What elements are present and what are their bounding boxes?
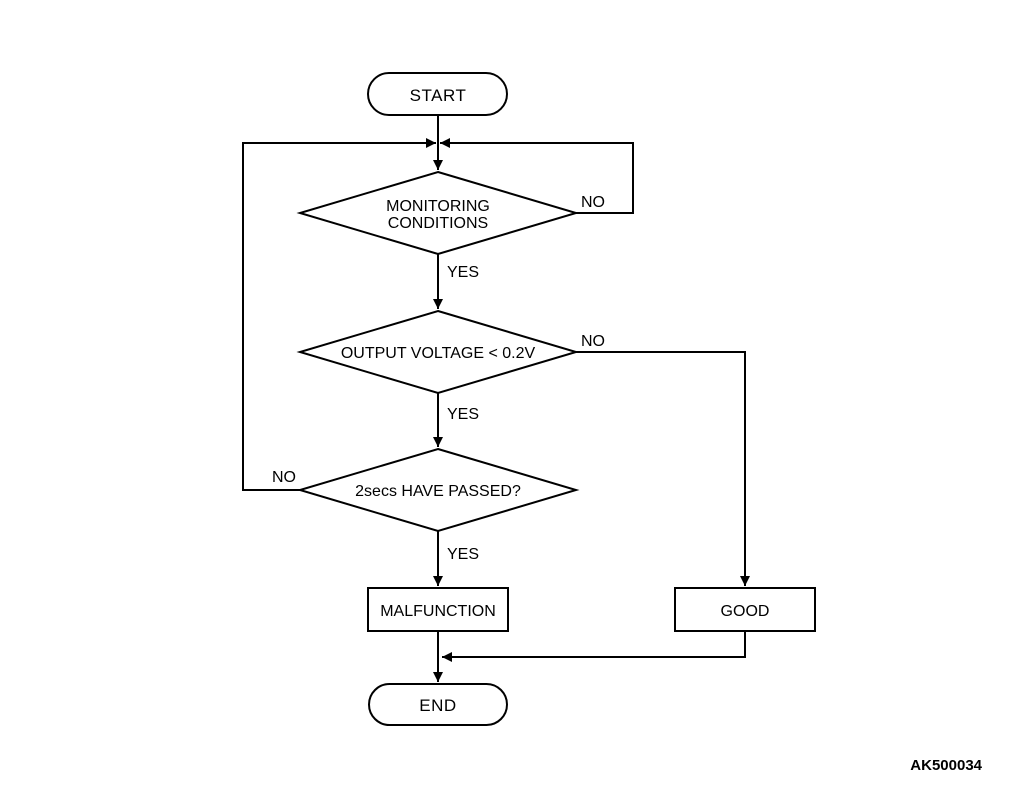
decision-monitoring-conditions — [296, 170, 580, 256]
start-node — [367, 72, 508, 116]
edge-no-voltage-to-good — [576, 351, 750, 586]
edge-no-loop-left — [242, 138, 436, 491]
malfunction-node — [367, 587, 509, 632]
end-node-label: END — [419, 696, 456, 715]
good-node-label: GOOD — [721, 603, 770, 620]
decision-secs-passed — [296, 447, 580, 533]
decision-output-voltage-label: OUTPUT VOLTAGE < 0.2V — [341, 345, 536, 362]
decision-monitoring-conditions-label-line1: MONITORING — [386, 198, 490, 215]
decision-monitoring-conditions-label-line2: CONDITIONS — [388, 215, 488, 232]
edge-label-yes-monitoring: YES — [447, 264, 479, 281]
edge-no-loop-right — [440, 138, 634, 214]
start-node-label: START — [410, 86, 467, 105]
edge-label-yes-voltage: YES — [447, 406, 479, 423]
malfunction-node-label: MALFUNCTION — [380, 603, 496, 620]
end-node — [368, 683, 508, 726]
edge-label-no-voltage: NO — [581, 333, 605, 350]
decision-secs-passed-label: 2secs HAVE PASSED? — [355, 483, 521, 500]
edge-label-yes-passed: YES — [447, 546, 479, 563]
edge-label-no-passed: NO — [272, 469, 296, 486]
good-node — [674, 587, 816, 632]
decision-output-voltage — [296, 309, 580, 395]
figure-code: AK500034 — [910, 757, 982, 774]
edge-label-no-monitoring: NO — [581, 194, 605, 211]
edge-good-to-merge — [442, 631, 746, 662]
